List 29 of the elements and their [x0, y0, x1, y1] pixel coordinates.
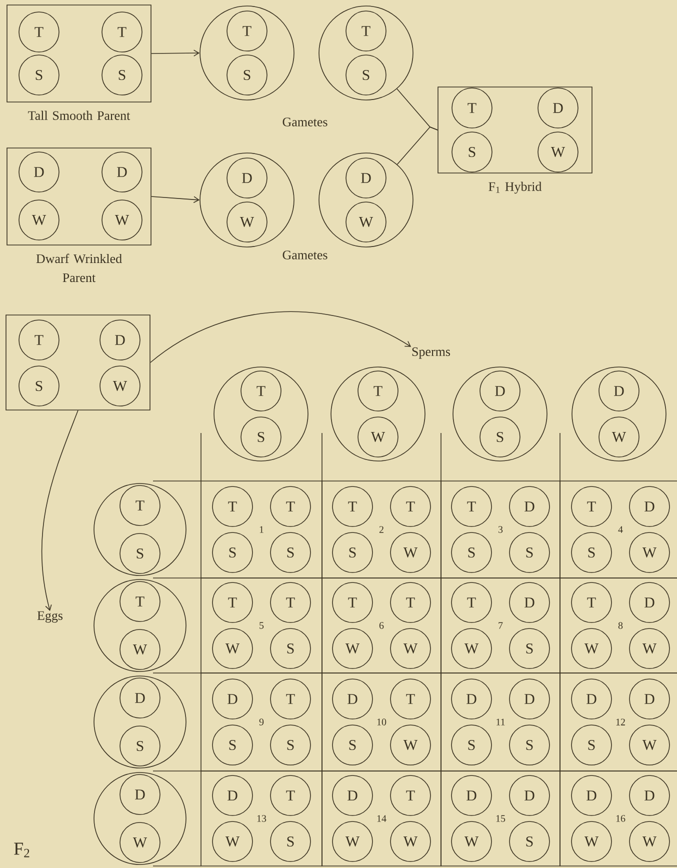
gamete-circle: [318, 6, 414, 100]
box-caption: Dwarf Wrinkled Parent: [36, 254, 122, 282]
gamete-circle: [94, 579, 186, 672]
arrow: [151, 196, 200, 203]
genotype-box: [6, 4, 152, 102]
box-caption: F$_{1}$ Hybrid: [488, 182, 542, 194]
genotype-box: [438, 86, 592, 174]
gamete-circle: [214, 366, 308, 462]
gamete-circle: [572, 366, 666, 462]
gamete-circle: [452, 366, 548, 462]
gamete-circle: [94, 483, 186, 576]
caption-text: Eggs: [37, 611, 63, 623]
caption-text: Gametes: [282, 250, 328, 260]
arrow: [41, 410, 78, 611]
arrow: [151, 50, 200, 56]
genotype-box: [6, 314, 150, 410]
gamete-circle: [318, 152, 414, 248]
gamete-circle: [94, 676, 186, 768]
genotype-box: [6, 148, 152, 246]
gamete-circle: [200, 6, 294, 100]
box-caption: Tall Smooth Parent: [28, 110, 130, 120]
connector-line: [396, 126, 438, 165]
gamete-circle: [200, 152, 294, 248]
caption-text: Sperms: [412, 347, 450, 359]
arrow: [150, 311, 412, 363]
caption-text: Gametes: [282, 118, 328, 126]
generation-label: F$_{2}$: [14, 842, 30, 858]
gamete-circle: [94, 772, 186, 865]
gamete-circle: [330, 366, 426, 462]
